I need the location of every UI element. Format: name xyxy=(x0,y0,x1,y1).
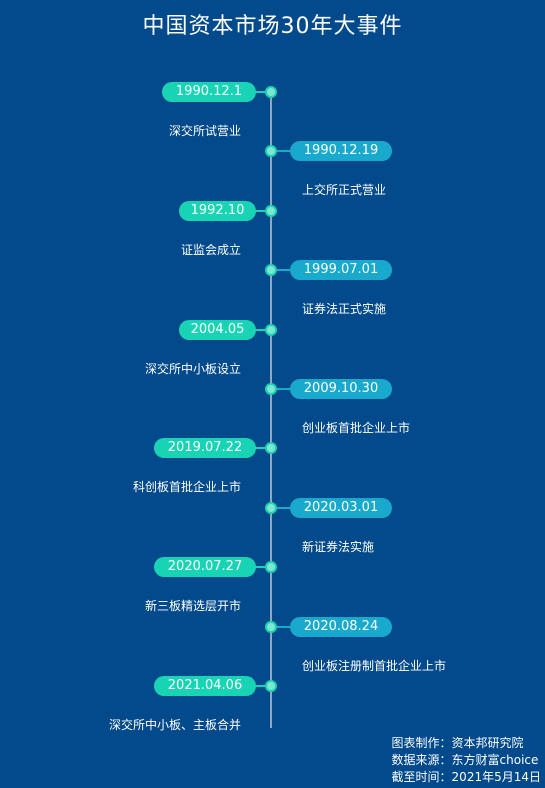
connector-line xyxy=(270,150,292,152)
connector-line xyxy=(270,507,292,509)
source-footer: 图表制作：资本邦研究院 数据来源：东方财富choice 截至时间：2021年5月… xyxy=(392,735,541,786)
connector-line xyxy=(254,566,270,568)
event-description: 证监会成立 xyxy=(180,243,241,257)
event-description: 科创板首批企业上市 xyxy=(132,480,241,494)
connector-line xyxy=(254,447,270,449)
timeline-node xyxy=(265,205,277,217)
connector-line xyxy=(270,626,292,628)
timeline-node xyxy=(265,502,277,514)
connector-line xyxy=(254,685,270,687)
event-description: 深交所中小板、主板合并 xyxy=(108,718,241,732)
timeline-node xyxy=(265,145,277,157)
timeline-spine xyxy=(270,92,272,728)
event-description: 新三板精选层开市 xyxy=(144,599,241,613)
footer-cutoff-date: 截至时间：2021年5月14日 xyxy=(391,770,541,784)
footer-source: 数据来源：东方财富choice xyxy=(391,753,539,767)
event-description: 上交所正式营业 xyxy=(302,183,387,197)
event-description: 创业板注册制首批企业上市 xyxy=(302,659,447,673)
event-date-badge: 2020.07.27 xyxy=(154,557,256,577)
event-date-badge: 2009.10.30 xyxy=(290,379,392,399)
event-description: 深交所试营业 xyxy=(168,124,241,138)
event-date-badge: 1990.12.1 xyxy=(162,82,256,102)
footer-credit: 图表制作：资本邦研究院 xyxy=(391,736,524,750)
event-date-badge: 2004.05 xyxy=(179,320,256,340)
connector-line xyxy=(270,388,292,390)
connector-line xyxy=(254,329,270,331)
connector-line xyxy=(254,210,270,212)
timeline-node xyxy=(265,561,277,573)
timeline-node xyxy=(265,324,277,336)
chart-title: 中国资本市场30年大事件 xyxy=(142,14,403,39)
event-description: 证券法正式实施 xyxy=(302,302,387,316)
event-date-badge: 1992.10 xyxy=(179,201,256,221)
timeline-node xyxy=(265,621,277,633)
timeline-node xyxy=(265,383,277,395)
event-description: 创业板首批企业上市 xyxy=(302,421,411,435)
event-date-badge: 1999.07.01 xyxy=(290,260,392,280)
event-date-badge: 2020.08.24 xyxy=(290,617,392,637)
connector-line xyxy=(270,269,292,271)
event-description: 新证券法实施 xyxy=(302,540,375,554)
event-date-badge: 1990.12.19 xyxy=(290,141,392,161)
timeline-node xyxy=(265,680,277,692)
event-date-badge: 2021.04.06 xyxy=(154,676,256,696)
connector-line xyxy=(254,91,270,93)
event-date-badge: 2019.07.22 xyxy=(154,438,256,458)
timeline-node xyxy=(265,264,277,276)
event-description: 深交所中小板设立 xyxy=(144,362,241,376)
timeline-node xyxy=(265,442,277,454)
timeline-node xyxy=(265,86,277,98)
event-date-badge: 2020.03.01 xyxy=(290,498,392,518)
